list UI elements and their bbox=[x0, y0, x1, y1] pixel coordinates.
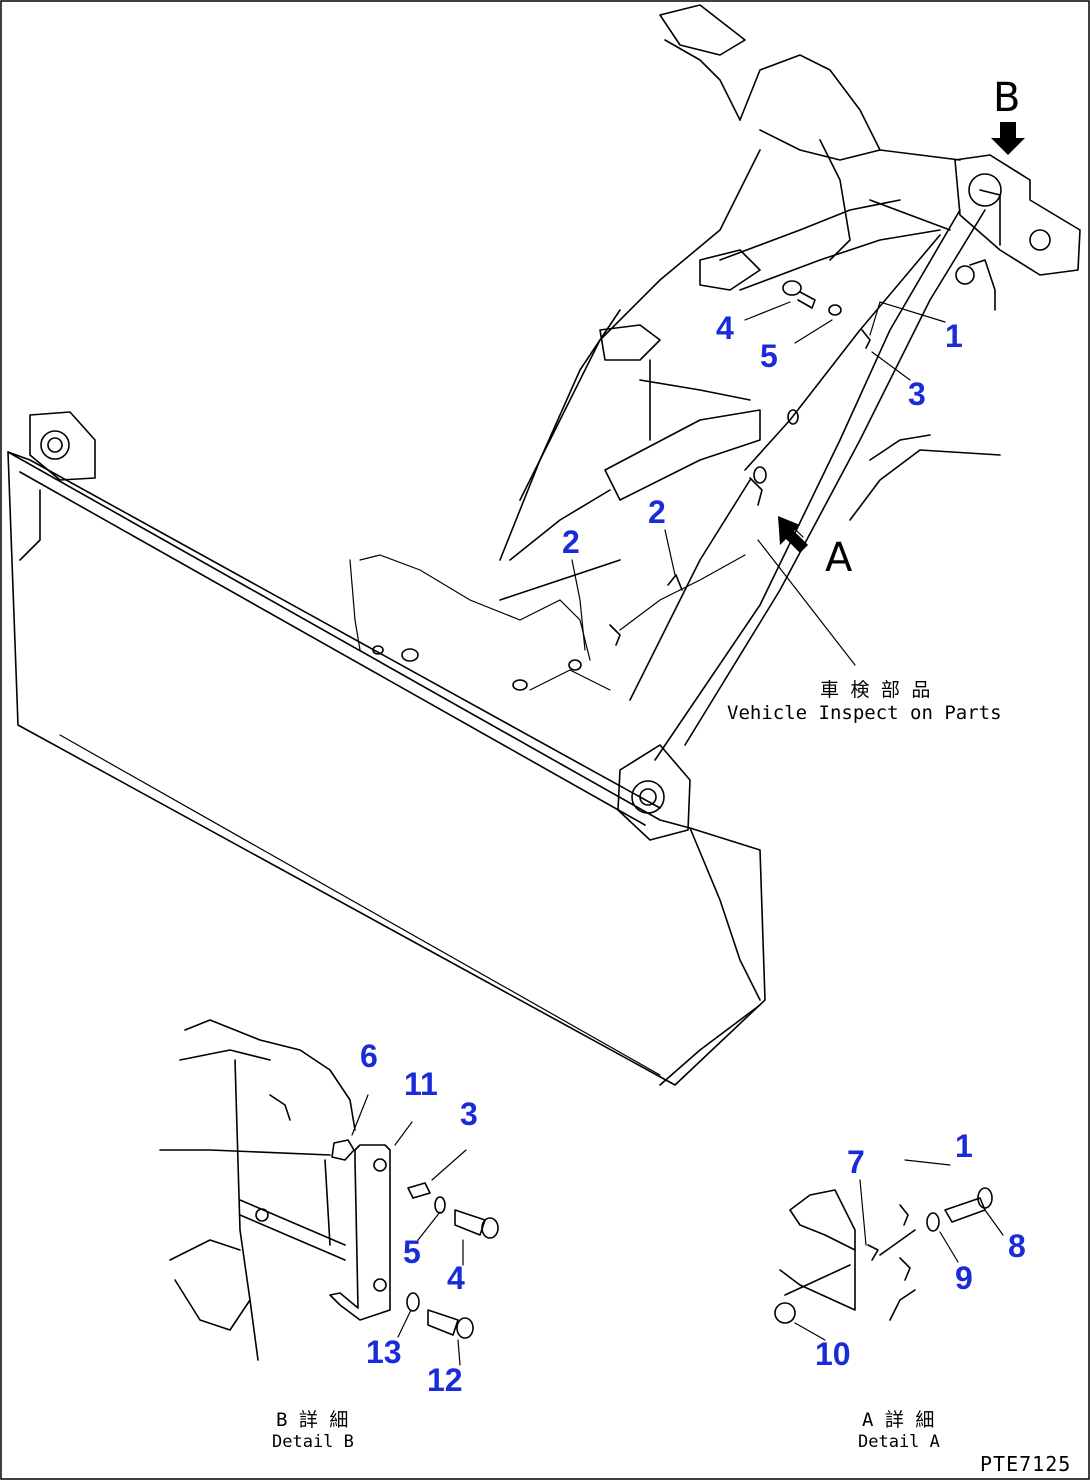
b-end-bracket bbox=[954, 154, 1081, 311]
callout-10: 10 bbox=[815, 1336, 851, 1372]
detail-a-title-japanese: A 詳 細 bbox=[862, 1409, 935, 1431]
callout-5: 5 bbox=[403, 1234, 421, 1270]
blade-frame bbox=[499, 209, 986, 761]
machine-body bbox=[499, 4, 1001, 561]
view-arrow-a bbox=[778, 516, 808, 553]
detail-b-title-japanese: B 詳 細 bbox=[276, 1409, 349, 1431]
drawing-code: PTE7125 bbox=[980, 1452, 1072, 1476]
callout-8: 8 bbox=[1008, 1228, 1026, 1264]
callout-4: 4 bbox=[716, 310, 734, 346]
main-hardware bbox=[349, 280, 871, 691]
callout-2: 2 bbox=[648, 494, 666, 530]
callout-13: 13 bbox=[366, 1334, 402, 1370]
callout-1: 1 bbox=[945, 318, 963, 354]
detail-b-title-english: Detail B bbox=[272, 1432, 354, 1452]
callout-5: 5 bbox=[760, 338, 778, 374]
callout-11: 11 bbox=[404, 1066, 438, 1102]
detail-b-drawing bbox=[159, 1019, 499, 1366]
callout-9: 9 bbox=[955, 1260, 973, 1296]
callout-7: 7 bbox=[847, 1144, 865, 1180]
view-label-b: B bbox=[993, 75, 1021, 121]
blade bbox=[7, 411, 766, 1086]
detail-a-title-english: Detail A bbox=[858, 1432, 940, 1452]
callout-3: 3 bbox=[460, 1096, 478, 1132]
callout-1: 1 bbox=[955, 1128, 973, 1164]
inspection-note-japanese: 車 検 部 品 bbox=[820, 679, 931, 701]
callout-12: 12 bbox=[427, 1362, 463, 1398]
inspection-note-english: Vehicle Inspect on Parts bbox=[727, 702, 1002, 724]
main-leaders bbox=[571, 301, 946, 666]
callout-6: 6 bbox=[360, 1038, 378, 1074]
callout-4: 4 bbox=[447, 1260, 465, 1296]
view-arrow-b bbox=[991, 122, 1025, 155]
callout-3: 3 bbox=[908, 376, 926, 412]
view-label-a: A bbox=[825, 535, 853, 581]
detail-a-drawing bbox=[774, 1159, 1004, 1341]
callout-2: 2 bbox=[562, 524, 580, 560]
